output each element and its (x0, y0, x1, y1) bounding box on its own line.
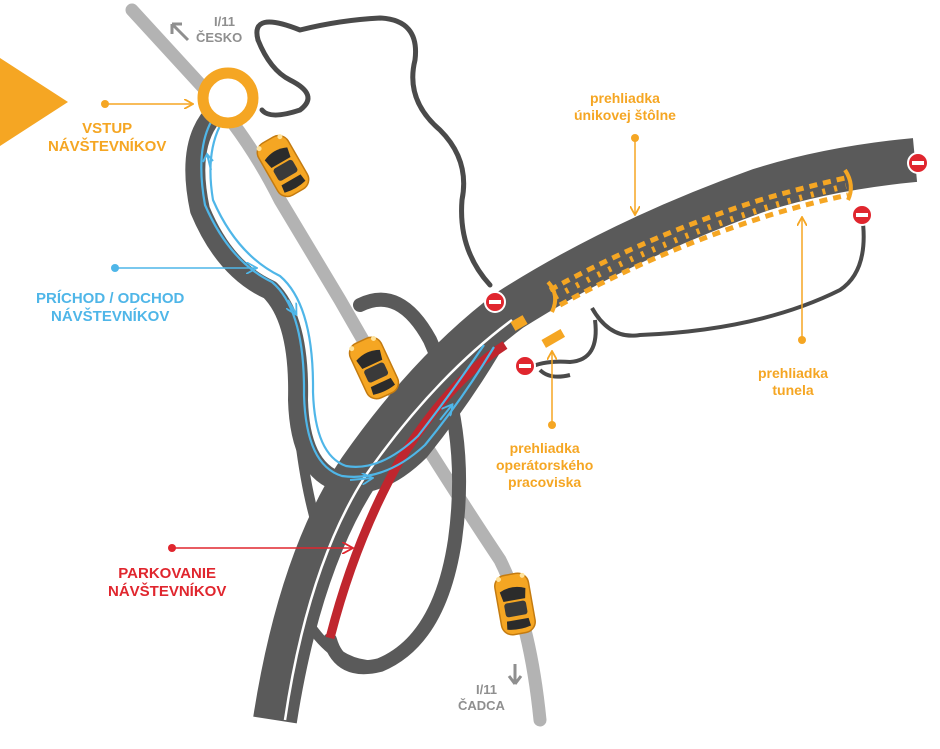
car-icon (492, 570, 538, 638)
service-path (590, 214, 866, 338)
access-path (254, 15, 493, 288)
road-label-north: I/11 ČESKO (196, 14, 243, 45)
operator-building (510, 315, 528, 331)
visitor-walkway (209, 121, 485, 468)
tunnel-portal (546, 280, 558, 313)
tour-escape-tunnel: prehliadka únikovej štôlne (574, 90, 676, 123)
entry-arrow-icon (0, 58, 68, 146)
direction-arrow-icon (507, 664, 523, 685)
tunnel-tube (548, 175, 846, 293)
walkway-arrow-icon (288, 299, 296, 314)
walkway-arrow-icon (349, 478, 372, 480)
tunnel-portal (843, 168, 853, 201)
operator-building (541, 329, 566, 348)
direction-arrow-icon (170, 22, 190, 42)
parking-strip (325, 341, 508, 640)
no-entry-sign-icon (514, 355, 536, 377)
walkway-arrow-icon (202, 152, 214, 171)
access-path (255, 37, 311, 118)
visitor-walkway (200, 119, 495, 478)
service-path (538, 368, 571, 379)
no-entry-sign-icon (851, 204, 873, 226)
tour-operator: prehliadka operátorského pracoviska (496, 440, 594, 490)
road-label-south: I/11 ČADCA (458, 682, 505, 713)
legend-walkway: PRÍCHOD / ODCHOD NÁVŠTEVNÍKOV (36, 290, 185, 325)
legend-parking: PARKOVANIE NÁVŠTEVNÍKOV (108, 565, 227, 600)
legend-entry: VSTUP NÁVŠTEVNÍKOV (48, 120, 167, 155)
car-icon (345, 332, 403, 404)
main-highway (253, 138, 918, 724)
service-path (527, 319, 598, 370)
roundabout-icon (197, 67, 259, 129)
no-entry-sign-icon (484, 291, 506, 313)
tour-tunnel: prehliadka tunela (758, 365, 829, 398)
no-entry-sign-icon (907, 152, 929, 174)
walkway-arrow-icon (439, 405, 452, 421)
